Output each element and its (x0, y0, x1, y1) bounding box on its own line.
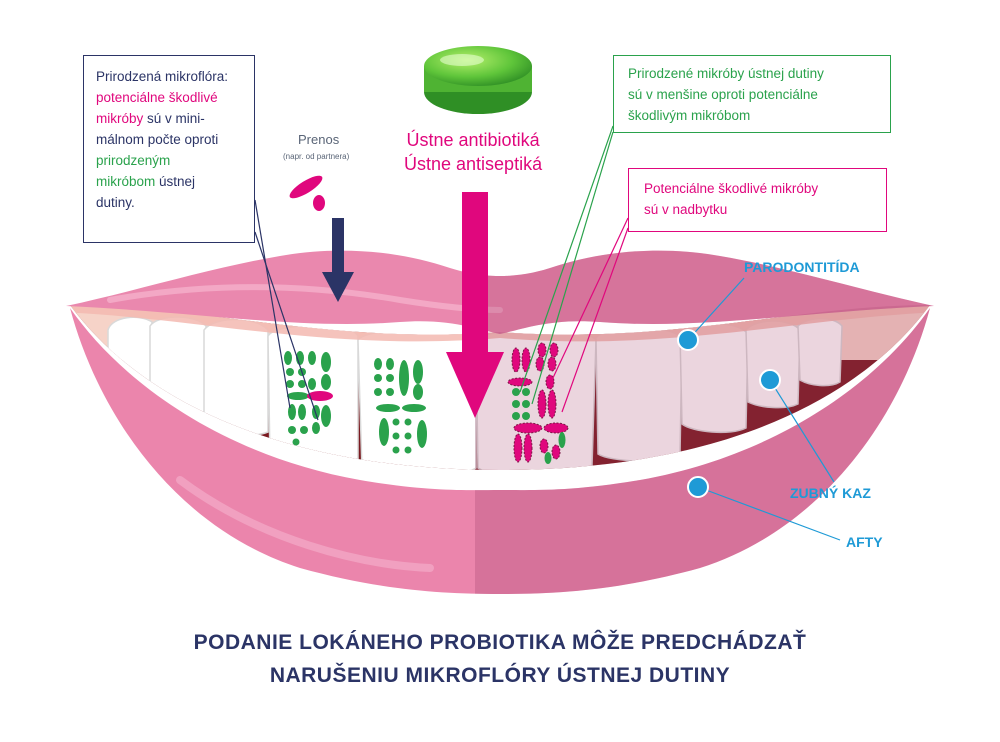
box-left-line6-green: mikróbom (96, 174, 156, 189)
box-left-line6-rest: ústnej (155, 174, 196, 189)
transfer-note: (napr. od partnera) (283, 152, 350, 161)
antibiotics-label: Ústne antibiotiká Ústne antiseptiká (404, 128, 542, 176)
microbes-right (507, 342, 569, 463)
pink-down-arrow (446, 192, 504, 418)
box-left-line5: prirodzeným (96, 153, 171, 168)
tooth (357, 328, 477, 470)
antibiotics-line1: Ústne antibiotiká (406, 130, 540, 150)
box-pink-line2: sú v nadbytku (644, 202, 728, 217)
box-left-line3-rest: sú v mini- (143, 111, 205, 126)
footer-line2: NARUŠENIU MIKROFLÓRY ÚSTNEJ DUTINY (269, 664, 731, 687)
navy-down-arrow (322, 218, 354, 302)
upper-lip (66, 250, 934, 334)
box-left-line3-pink: mikróby (96, 111, 144, 126)
footer-line1: PODANIE LOKÁNEHO PROBIOTIKA MÔŽE PREDCHÁ… (193, 631, 807, 654)
caries-label: ZUBNÝ KAZ (790, 485, 871, 501)
box-green-line2: sú v menšine oproti potenciálne (628, 87, 818, 102)
box-left-line4: málnom počte oproti (96, 132, 219, 147)
aphthae-label: AFTY (846, 534, 883, 550)
transfer-label: Prenos (298, 132, 340, 147)
natural-microflora-box: Prirodzená mikroflóra: potenciálne škodl… (83, 55, 255, 243)
harmful-microbes-excess-box: Potenciálne škodlivé mikróby sú v nadbyt… (628, 168, 887, 232)
box-pink-line1: Potenciálne škodlivé mikróby (644, 181, 819, 196)
transfer-microbes (289, 175, 325, 211)
connector-lines (254, 125, 841, 541)
microbes-middle (374, 358, 427, 454)
box-left-line6: mikróbom ústnej (96, 171, 244, 192)
caries-marker (759, 369, 781, 391)
periodontitis-label: PARODONTITÍDA (744, 259, 860, 275)
microbes-left (284, 351, 331, 446)
aphthae-marker (687, 476, 709, 498)
natural-microbes-minority-box: Prirodzené mikróby ústnej dutiny sú v me… (613, 55, 891, 133)
box-green-line3: škodlivým mikróbom (628, 108, 751, 123)
lower-lip (70, 308, 930, 594)
green-lozenge-icon (424, 46, 532, 114)
box-left-line3: mikróby sú v mini- (96, 108, 244, 129)
box-green-line1: Prirodzené mikróby ústnej dutiny (628, 66, 824, 81)
box-left-line1: Prirodzená mikroflóra: (96, 69, 229, 84)
tooth (203, 318, 269, 436)
box-left-line2: potenciálne škodlivé (96, 90, 218, 105)
footer-caption: PODANIE LOKÁNEHO PROBIOTIKA MÔŽE PREDCHÁ… (0, 626, 1000, 692)
box-left-line7: dutiny. (96, 195, 135, 210)
periodontitis-marker (677, 329, 699, 351)
antibiotics-line2: Ústne antiseptiká (404, 154, 543, 174)
